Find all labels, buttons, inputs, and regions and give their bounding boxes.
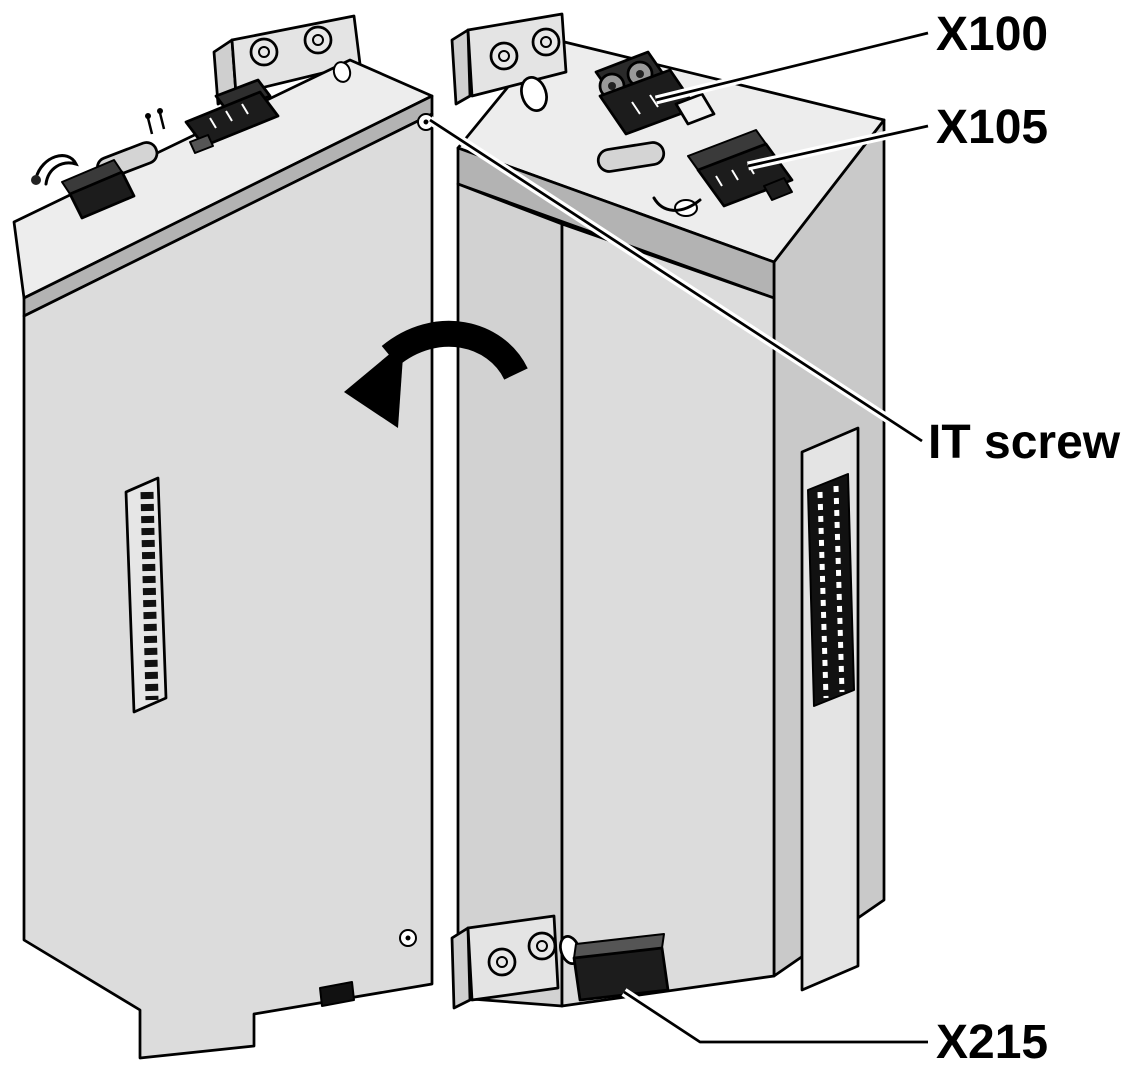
left-connector-front [68,170,136,220]
left-bracket-screw2-inner-icon [312,34,324,46]
left-terminal-tick2-icon [225,110,233,122]
left-pin1-icon [146,117,154,135]
right-bottom-screw1-inner-icon [496,956,508,968]
right-front-narrow-face [456,182,564,1008]
left-bracket-screw2-icon [303,25,333,55]
x100-screw2-center-icon [636,70,644,78]
callout-label-it-screw: IT screw [928,416,1121,469]
left-bottom-screw-center-icon [405,935,411,941]
x215-connector-body [572,946,670,1002]
left-dip-switch [189,134,214,154]
right-white-block [674,92,716,126]
it-screw-leader-line [429,118,923,443]
right-bracket-side [450,28,472,106]
rotation-arrow-head-icon [344,342,404,428]
x215-leader-casing [621,988,928,1047]
it-screw-center-icon [423,119,429,125]
x215-leader-line [623,990,928,1044]
left-pin1-tip-icon [145,113,151,119]
callout-label-x215: X215 [936,1016,1048,1069]
right-bottom-screw2-inner-icon [536,940,548,952]
left-foot [319,981,355,1007]
right-module [450,12,886,1010]
right-fuse-cylinder [596,141,666,173]
x100-tick1-icon [631,101,641,115]
left-bracket-screw-icon [249,37,279,67]
rotation-arrow [344,320,528,428]
left-bracket-hole-icon [332,61,352,83]
right-bottom-bracket-side [450,926,472,1010]
right-rail-pins-col2-icon [833,485,845,693]
x100-screw1-center-icon [608,82,616,90]
right-small-block [763,177,793,201]
x105-tick2-icon [731,169,739,181]
left-pin2-icon [158,112,166,130]
left-terminal-tick3-icon [241,103,249,115]
callout-label-x100: X100 [936,8,1048,61]
right-top-components [594,50,794,217]
left-terminal-tick1-icon [209,117,217,129]
callouts: X100 X105 IT screw X215 [427,8,1121,1069]
x105-tick1-icon [715,175,723,187]
x105-leader-line [747,124,929,168]
x100-leader-line [655,31,929,102]
right-bracket-screw-inner-icon [498,50,510,62]
left-side-connector-pins-icon [140,491,159,701]
right-bracket-screw2-icon [531,27,561,57]
left-bracket-screw-inner-icon [258,46,270,58]
left-front-face [22,112,434,1060]
left-module [12,14,435,1060]
right-rail-pin-grid [807,473,855,707]
right-bottom-screw1-icon [487,947,517,977]
rotation-arrow-body [381,320,528,381]
right-bracket-screw2-inner-icon [540,36,552,48]
right-bracket-screw-icon [489,41,519,71]
left-top-components [31,78,280,220]
left-wire-end-icon [31,175,41,185]
right-keyhole-icon [520,76,548,112]
left-wire-icon [34,154,79,186]
right-rail-pins-col1-icon [817,491,829,699]
right-front-wide-face [560,222,776,1008]
left-pin2-tip-icon [157,108,163,114]
right-bottom-screw2-icon [527,931,557,961]
right-wire-icon [652,196,702,212]
callout-label-x105: X105 [936,101,1048,154]
x100-tick2-icon [649,94,659,108]
